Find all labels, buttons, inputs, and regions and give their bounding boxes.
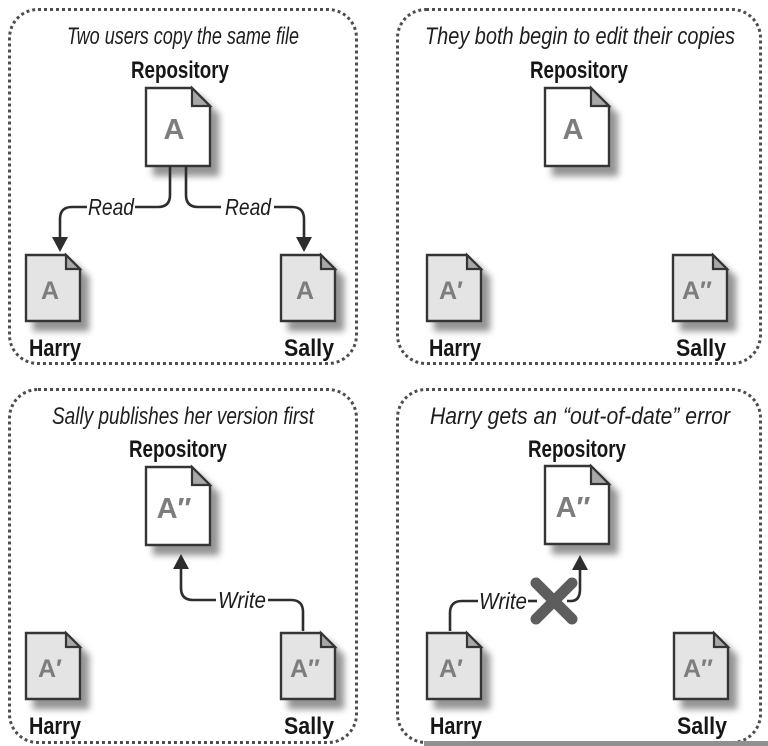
repository-file-letter: A″: [556, 492, 591, 524]
sally-name-label: Sally: [284, 713, 335, 740]
arrow-line: [274, 205, 306, 238]
panel-out-of-date-error: Harry gets an “out-of-date” error Reposi…: [396, 388, 762, 744]
repository-doc-icon: A: [543, 85, 612, 168]
sally-name-label: Sally: [677, 713, 728, 740]
arrow-line: [184, 166, 221, 209]
doc-fold-shape: [589, 463, 612, 486]
panel-1-diagram: Two users copy the same file Repository …: [24, 23, 338, 362]
arrow-line: [268, 598, 305, 631]
doc-page-shape: [425, 631, 483, 701]
doc-page-shape: [671, 253, 729, 323]
sally-name-label: Sally: [676, 335, 727, 362]
read-label-left: Read: [88, 194, 135, 220]
doc-fold-shape: [319, 630, 338, 649]
harry-file-letter: A′: [439, 655, 463, 683]
scan-edge-artifact: [424, 741, 768, 746]
doc-fold-shape: [711, 252, 730, 271]
arrow-line: [58, 205, 87, 238]
harry-name-label: Harry: [29, 335, 82, 362]
read-arrow-left: Read: [52, 166, 172, 252]
repository-doc-icon: A″: [543, 463, 612, 546]
repository-label: Repository: [129, 436, 228, 463]
read-label-right: Read: [225, 194, 272, 220]
write-label: Write: [479, 588, 527, 614]
arrow-line: [179, 568, 216, 602]
doc-fold-shape: [589, 85, 612, 108]
sally-doc-icon: A: [279, 252, 338, 323]
repository-label: Repository: [528, 436, 627, 463]
sally-file-letter: A″: [682, 277, 712, 305]
doc-fold-shape: [64, 630, 83, 649]
doc-page-shape: [144, 465, 212, 547]
write-arrow: Write: [173, 554, 305, 631]
panel-3-diagram: Sally publishes her version first Reposi…: [24, 403, 338, 740]
repository-doc-icon: A″: [144, 464, 213, 547]
doc-page-shape: [543, 86, 611, 168]
doc-page-shape: [672, 631, 730, 701]
arrowhead-up-icon: [173, 554, 189, 569]
arrowhead-up-icon: [572, 555, 588, 570]
repository-file-letter: A: [164, 114, 185, 146]
doc-fold-shape: [190, 464, 213, 487]
harry-doc-icon: A′: [425, 252, 484, 323]
sally-doc-icon: A″: [672, 630, 731, 701]
harry-name-label: Harry: [429, 335, 482, 362]
repository-label: Repository: [530, 57, 629, 84]
doc-fold-shape: [465, 630, 484, 649]
arrowhead-down-icon: [52, 237, 68, 252]
panel-title: Two users copy the same file: [67, 23, 299, 50]
x-stroke: [530, 577, 578, 625]
sally-doc-icon: A″: [279, 630, 338, 701]
doc-page-shape: [144, 86, 212, 168]
doc-fold-shape: [64, 252, 83, 271]
harry-doc-icon: A′: [24, 630, 83, 701]
arrow-line: [567, 569, 582, 603]
doc-page-shape: [543, 464, 611, 546]
doc-page-shape: [425, 253, 483, 323]
repository-file-letter: A: [563, 114, 584, 146]
doc-page-shape: [24, 253, 82, 323]
arrowhead-down-icon: [296, 237, 312, 252]
write-arrow-blocked: Write: [448, 555, 588, 631]
panel-4-diagram: Harry gets an “out-of-date” error Reposi…: [425, 403, 731, 740]
panel-copy-same-file: Two users copy the same file Repository …: [8, 8, 358, 365]
panel-sally-publishes: Sally publishes her version first Reposi…: [8, 388, 358, 744]
write-label: Write: [218, 587, 266, 613]
panel-title: They both begin to edit their copies: [425, 23, 735, 50]
doc-fold-shape: [465, 252, 484, 271]
sally-file-letter: A″: [290, 655, 320, 683]
x-blocked-icon: [530, 577, 578, 625]
harry-file-letter: A′: [38, 655, 62, 683]
sally-name-label: Sally: [284, 335, 335, 362]
arrow-line: [135, 166, 172, 209]
panel-edit-copies: They both begin to edit their copies Rep…: [396, 8, 762, 365]
harry-name-label: Harry: [430, 713, 483, 740]
repository-doc-icon: A: [144, 85, 213, 168]
harry-file-letter: A: [41, 277, 59, 305]
sally-doc-icon: A″: [671, 252, 730, 323]
doc-fold-shape: [712, 630, 731, 649]
doc-page-shape: [24, 631, 82, 701]
harry-name-label: Harry: [29, 713, 82, 740]
doc-page-shape: [279, 631, 337, 701]
doc-fold-shape: [319, 252, 338, 271]
panel-title: Sally publishes her version first: [52, 403, 315, 430]
doc-page-shape: [279, 253, 337, 323]
harry-doc-icon: A′: [425, 630, 484, 701]
repository-label: Repository: [131, 57, 230, 84]
read-arrow-right: Read: [184, 166, 312, 252]
harry-file-letter: A′: [439, 277, 463, 305]
panel-title: Harry gets an “out-of-date” error: [430, 403, 731, 430]
panel-2-diagram: They both begin to edit their copies Rep…: [425, 23, 735, 362]
sally-file-letter: A: [296, 277, 314, 305]
harry-doc-icon: A: [24, 252, 83, 323]
sally-file-letter: A″: [683, 655, 713, 683]
doc-fold-shape: [190, 85, 213, 108]
arrow-line: [448, 599, 478, 631]
repository-file-letter: A″: [157, 493, 192, 525]
